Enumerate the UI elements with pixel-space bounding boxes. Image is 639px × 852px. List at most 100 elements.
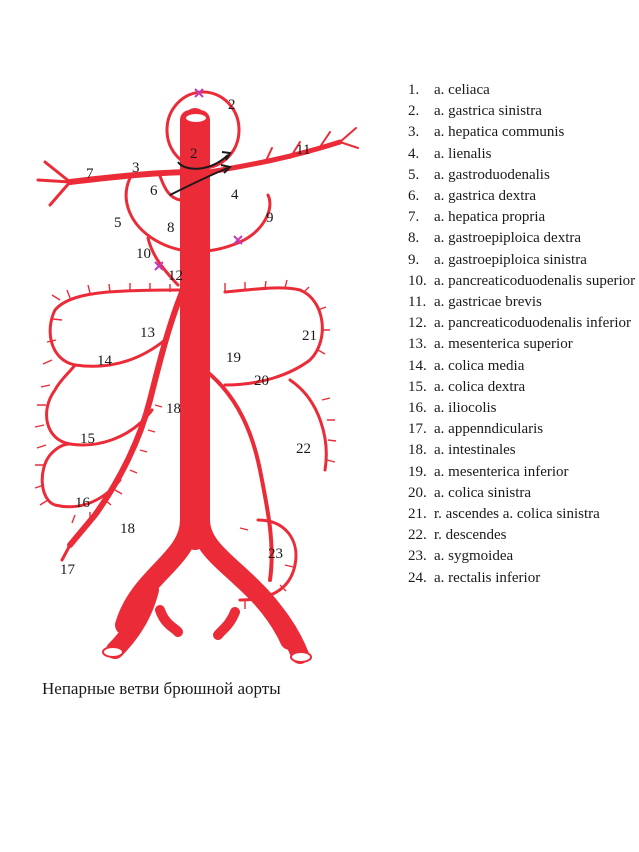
legend-label: a. lienalis — [434, 145, 492, 162]
label-13: 13 — [140, 325, 155, 341]
label-15: 15 — [80, 431, 95, 447]
label-19: 19 — [226, 350, 241, 366]
legend-number: 22. — [408, 527, 427, 544]
legend-label: a. mesenterica inferior — [434, 463, 569, 480]
legend-label: a. gastroepiploica sinistra — [434, 251, 587, 268]
label-18a: 18 — [166, 401, 181, 417]
legend-item: 18. a. intestinales — [408, 440, 636, 461]
legend-item: 5. a. gastroduodenalis — [408, 165, 636, 186]
artery-diagram: 1 2 2 3 4 5 6 7 8 9 10 11 12 13 14 15 16… — [34, 88, 359, 664]
legend-number: 12. — [408, 315, 427, 332]
legend-item: 3.a. hepatica communis — [408, 122, 636, 143]
legend-number: 11. — [408, 294, 427, 311]
iliac-right-end — [290, 651, 312, 663]
mesenterica-inferior-vessel — [203, 368, 274, 582]
label-2-inner: 2 — [190, 146, 198, 162]
label-12: 12 — [168, 268, 183, 284]
legend-item: 22. r. descendes — [408, 525, 636, 546]
legend-number: 13. — [408, 336, 427, 353]
legend-item: 20.a. colica sinistra — [408, 483, 636, 504]
label-9: 9 — [266, 210, 274, 226]
legend-number: 24. — [408, 569, 427, 586]
label-18b: 18 — [120, 521, 135, 537]
legend-number: 7. — [408, 209, 420, 226]
legend-label: a. hepatica communis — [434, 124, 565, 141]
legend-label: a. mesenterica superior — [434, 336, 573, 353]
label-7: 7 — [86, 166, 94, 182]
legend-label: a. gastroepiploica dextra — [434, 230, 582, 247]
legend-label: r. ascendes a. colica sinistra — [434, 506, 600, 523]
iliocolis-vessel — [40, 442, 122, 509]
legend-label: r. descendes — [434, 527, 507, 544]
appendicularis-vessel — [60, 543, 72, 562]
label-17: 17 — [60, 562, 76, 578]
legend-number: 20. — [408, 484, 427, 501]
legend-number: 5. — [408, 166, 420, 183]
legend-number: 4. — [408, 145, 420, 162]
legend-number: 9. — [408, 251, 420, 268]
celiac-arrows — [169, 151, 232, 196]
label-20: 20 — [254, 373, 269, 389]
legend-item: 7. a. hepatica propria — [408, 207, 636, 228]
short-gastric-branches — [264, 127, 359, 164]
label-21: 21 — [302, 328, 317, 344]
legend-item: 24. a. rectalis inferior — [408, 568, 636, 589]
label-14: 14 — [97, 353, 113, 369]
legend-number: 6. — [408, 188, 420, 205]
ligation-marks — [154, 88, 243, 271]
vessel-fringes — [34, 279, 337, 609]
legend-number: 8. — [408, 230, 420, 247]
sygmoidea-vessel — [238, 518, 298, 602]
label-5: 5 — [114, 215, 122, 231]
iliac-left-branch — [106, 581, 159, 659]
label-22: 22 — [296, 441, 311, 457]
legend-label: a. colica media — [434, 357, 525, 374]
label-10: 10 — [136, 246, 151, 262]
legend-item: 6. a. gastrica dextra — [408, 186, 636, 207]
legend-item: 21.r. ascendes a. colica sinistra — [408, 504, 636, 525]
legend-item: 4. a. lienalis — [408, 144, 636, 165]
legend-item: 15. a. colica dextra — [408, 377, 636, 398]
hepatica-fork — [36, 160, 72, 207]
legend-number: 23. — [408, 548, 427, 565]
aorta-top — [184, 112, 208, 124]
legend-label: a. gastroduodenalis — [434, 166, 550, 183]
label-8: 8 — [167, 220, 175, 236]
legend-number: 10. — [408, 272, 427, 289]
legend-item: 17.a. appenndicularis — [408, 419, 636, 440]
legend-item: 16.a. iliocolis — [408, 398, 636, 419]
label-2-top: 2 — [228, 97, 236, 113]
iliac-inner-stubs — [155, 605, 240, 640]
label-11: 11 — [296, 142, 310, 158]
legend-label: a. hepatica propria — [434, 209, 546, 226]
legend-item: 2.a. gastrica sinistra — [408, 101, 636, 122]
colica-sinistra-vessel — [223, 286, 324, 387]
legend-item: 23. a. sygmoidea — [408, 546, 636, 567]
legend-item: 8. a. gastroepiploica dextra — [408, 228, 636, 249]
legend-label: a. sygmoidea — [434, 548, 514, 565]
iliac-left-end — [102, 646, 124, 658]
legend-label: a. rectalis inferior — [434, 569, 541, 586]
descendes-vessel — [288, 378, 328, 472]
legend-label: a. pancreaticoduodenalis inferior — [434, 315, 631, 332]
legend-label: a. gastrica dextra — [434, 188, 537, 205]
legend-label: a. colica dextra — [434, 378, 526, 395]
label-3: 3 — [132, 160, 140, 176]
legend-item: 1.a. celiaca — [408, 80, 636, 101]
label-6: 6 — [150, 183, 158, 199]
legend-number: 2. — [408, 103, 420, 120]
legend-label: a. intestinales — [434, 442, 516, 459]
artery-vessels — [36, 90, 359, 664]
legend-number: 17. — [408, 421, 427, 438]
legend-number: 18. — [408, 442, 427, 459]
colica-media-vessel — [48, 288, 182, 368]
legend-number: 15. — [408, 378, 427, 395]
pancreaticoduodenalis-vessel — [146, 236, 180, 287]
legend-item: 12. a. pancreaticoduodenalis inferior — [408, 313, 636, 334]
legend-label: a. iliocolis — [434, 400, 497, 417]
legend-item: 19.a. mesenterica inferior — [408, 462, 636, 483]
diagram-caption: Непарные ветви брюшной аорты — [42, 679, 281, 698]
legend-item: 9. a. gastroepiploica sinistra — [408, 250, 636, 271]
legend-label: a. celiaca — [434, 82, 490, 98]
legend-item: 11.a. gastricae brevis — [408, 292, 636, 313]
